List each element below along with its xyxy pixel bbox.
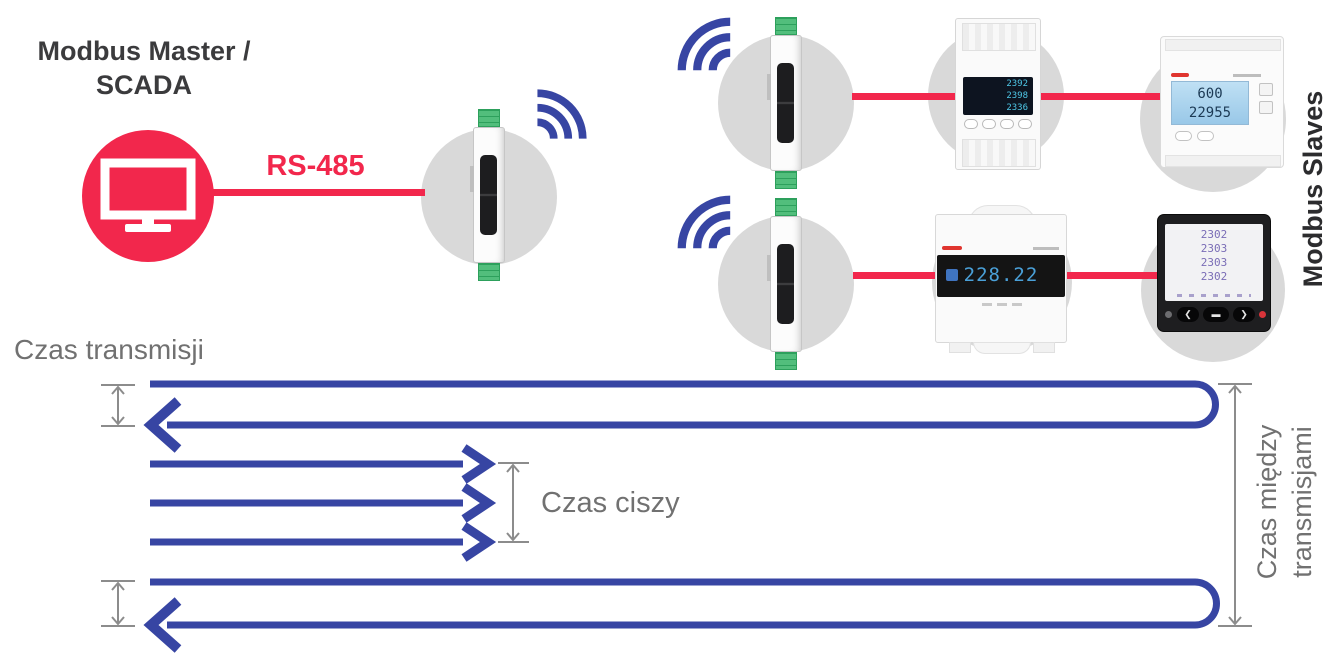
meter-lcd-display: 600 22955 (1171, 81, 1249, 125)
top-flange (1165, 39, 1281, 51)
between-label-line1: Czas między (1252, 424, 1282, 580)
wifi-signal-icon (674, 12, 736, 78)
measure-arrow-transmission-bottom (101, 580, 135, 627)
din-clip (767, 74, 771, 100)
slaves-label: Modbus Slaves (1298, 90, 1328, 288)
display-row: 228.22 (963, 264, 1039, 286)
bottom-hump (973, 342, 1031, 354)
right-arrowhead (461, 522, 497, 562)
three-phase-din-meter: 228.22 (935, 205, 1067, 354)
meter-button (1000, 119, 1014, 129)
left-arrowhead (143, 597, 182, 653)
display-units-row (1177, 294, 1251, 297)
transmission-loop-top (143, 380, 1219, 453)
meter-button (982, 303, 992, 306)
ok-button: ▬ (1203, 307, 1229, 322)
antenna-module (777, 244, 794, 324)
meter-button (997, 303, 1007, 306)
display-row: 2303 (1200, 256, 1228, 269)
wireless-converter-b2 (767, 198, 803, 370)
din-energy-meter: 2392 2398 2336 (955, 18, 1041, 170)
left-arrowhead (143, 397, 182, 453)
wifi-signal-icon (532, 84, 590, 146)
rs485-label: RS-485 (266, 150, 365, 182)
rs485-link-line (853, 272, 937, 279)
master-label: Modbus Master / SCADA (24, 34, 264, 102)
bottom-flange (1165, 155, 1281, 167)
meter-button (1259, 101, 1273, 114)
meter-button (1259, 83, 1273, 96)
meter-button (1012, 303, 1022, 306)
display-row: 2392 (1006, 79, 1028, 89)
rs485-link-line (1065, 272, 1162, 279)
display-row: 2398 (1006, 91, 1028, 101)
din-clip (767, 255, 771, 281)
measure-arrow-between (1218, 383, 1252, 627)
master-label-line2: SCADA (95, 70, 192, 100)
master-label-line1: Modbus Master / (37, 36, 251, 66)
between-transmissions-label: Czas między transmisjami (1250, 417, 1322, 587)
panel-power-meter: 2302 2303 2303 2302 ❮ ▬ ❯ (1158, 215, 1270, 331)
transmission-loop-bottom (143, 578, 1220, 653)
mount-tab (1033, 342, 1055, 353)
meter-button (1197, 131, 1214, 141)
silence-time-label: Czas ciszy (541, 487, 680, 519)
meter-button (1018, 119, 1032, 129)
converter-body (470, 127, 505, 263)
meter-button (1175, 131, 1192, 141)
meter-button (982, 119, 996, 129)
terminal-connector-top (478, 109, 500, 127)
monitor-icon (100, 158, 196, 232)
right-arrowhead (461, 444, 497, 484)
brand-mark (942, 246, 962, 250)
terminal-connector-bottom (775, 352, 797, 370)
left-arrow-button: ❮ (1177, 307, 1199, 322)
display-row: 600 (1197, 86, 1223, 102)
brand-mark (1171, 73, 1189, 77)
rs485-bus-line (212, 189, 425, 196)
terminal-connector-bottom (478, 263, 500, 281)
terminal-connector-top (775, 17, 797, 35)
meter-buttons (964, 119, 1034, 129)
antenna-module (480, 155, 497, 235)
request-arrows (150, 444, 497, 562)
right-arrow-button: ❯ (1233, 307, 1255, 322)
mount-tab (949, 342, 971, 353)
converter-body (767, 35, 802, 171)
display-row: 2302 (1200, 270, 1228, 283)
measure-arrow-transmission-top (101, 384, 135, 427)
display-row: 22955 (1188, 105, 1232, 121)
display-row: 2302 (1200, 228, 1228, 241)
terminal-connector-bottom (775, 171, 797, 189)
terminal-block-bottom (962, 139, 1036, 167)
between-label-line2: transmisjami (1287, 426, 1317, 578)
rs485-link-line (852, 93, 957, 100)
master-node (82, 130, 214, 262)
right-arrowhead (461, 483, 497, 523)
rs485-link-line (1039, 93, 1162, 100)
terminal-connector-top (775, 198, 797, 216)
meter-button (964, 119, 978, 129)
transmission-time-label: Czas transmisji (14, 334, 204, 365)
model-mark (1233, 74, 1261, 77)
model-mark (1033, 247, 1059, 250)
terminal-block-top (962, 23, 1036, 51)
wireless-converter-b1 (767, 17, 803, 189)
converter-body (767, 216, 802, 352)
meter-display: 2302 2303 2303 2302 (1165, 224, 1263, 301)
din-clip (470, 166, 474, 192)
measure-arrow-silence (498, 462, 529, 543)
display-row: 2336 (1006, 103, 1028, 113)
wifi-signal-icon (674, 190, 736, 256)
display-indicator (946, 269, 958, 281)
display-row: 2303 (1200, 242, 1228, 255)
meter-display: 2392 2398 2336 (963, 77, 1033, 115)
meter-display-band: 228.22 (937, 255, 1065, 297)
record-button (1259, 311, 1266, 318)
antenna-module (777, 63, 794, 143)
wireless-converter-a (470, 109, 506, 281)
lcd-energy-meter: 600 22955 (1160, 36, 1284, 168)
meter-button (1165, 311, 1172, 318)
